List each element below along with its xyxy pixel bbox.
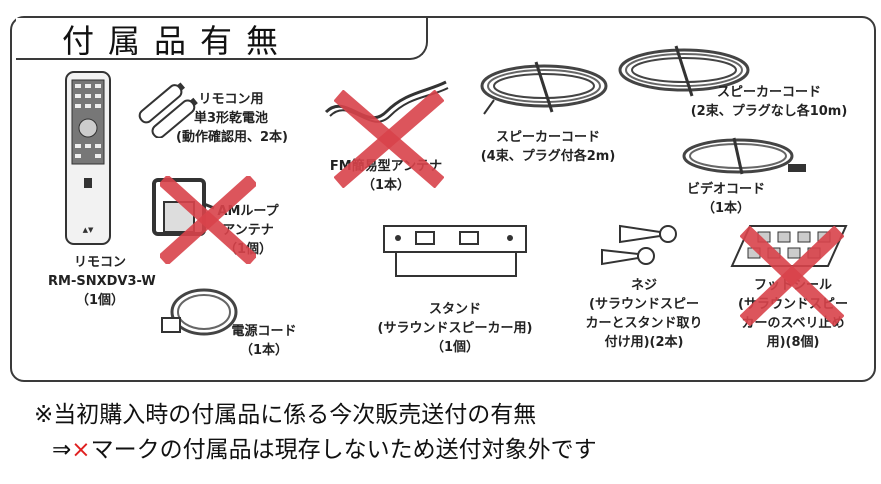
batteries-illustration <box>138 82 198 138</box>
accessories-panel <box>10 16 876 382</box>
note-line-2-text: マークの付属品は現存しないため送付対象外です <box>90 437 597 463</box>
video-cord-label: ビデオコード （1本） <box>686 182 765 216</box>
batteries-label: リモコン用 単3形乾電池 (動作確認用、2本) <box>176 92 288 145</box>
speaker-cord-4-label: スピーカーコード (4束、プラグ付各2m) <box>480 130 616 164</box>
foot-seal-unavailable-cross-icon <box>740 226 844 326</box>
cross-mark-icon: × <box>71 437 91 463</box>
speaker-cord-2-label: スピーカーコード (2束、プラグなし各10m) <box>690 85 848 119</box>
stand-label: スタンド (サラウンドスピーカー用) （1個） <box>377 302 533 355</box>
page-title: 付属品有無 <box>62 22 293 60</box>
stand-illustration <box>383 225 527 277</box>
fm-antenna-unavailable-cross-icon <box>334 90 444 188</box>
screws-illustration <box>601 224 677 266</box>
remote-label: リモコン RM-SNXDV3-W （1個） <box>48 255 156 308</box>
note-line-1: ※当初購入時の付属品に係る今次販売送付の有無 <box>34 402 537 428</box>
video-cord-illustration <box>682 137 806 175</box>
svg-text:▲▼: ▲▼ <box>83 226 94 234</box>
power-cord-illustration <box>161 288 238 336</box>
arrow-icon: ⇒ <box>52 437 72 463</box>
remote-illustration: ▲▼ <box>65 71 111 245</box>
speaker-cord-4-illustration <box>480 61 608 115</box>
speaker-cord-2-illustration <box>618 45 750 97</box>
note-line-2: ⇒×マークの付属品は現存しないため送付対象外です <box>52 430 597 464</box>
power-cord-label: 電源コード （1本） <box>231 324 297 358</box>
am-antenna-unavailable-cross-icon <box>160 176 256 264</box>
title-tab <box>16 18 428 60</box>
screws-label: ネジ (サラウンドスピー カーとスタンド取り 付け用)(2本) <box>585 278 703 350</box>
